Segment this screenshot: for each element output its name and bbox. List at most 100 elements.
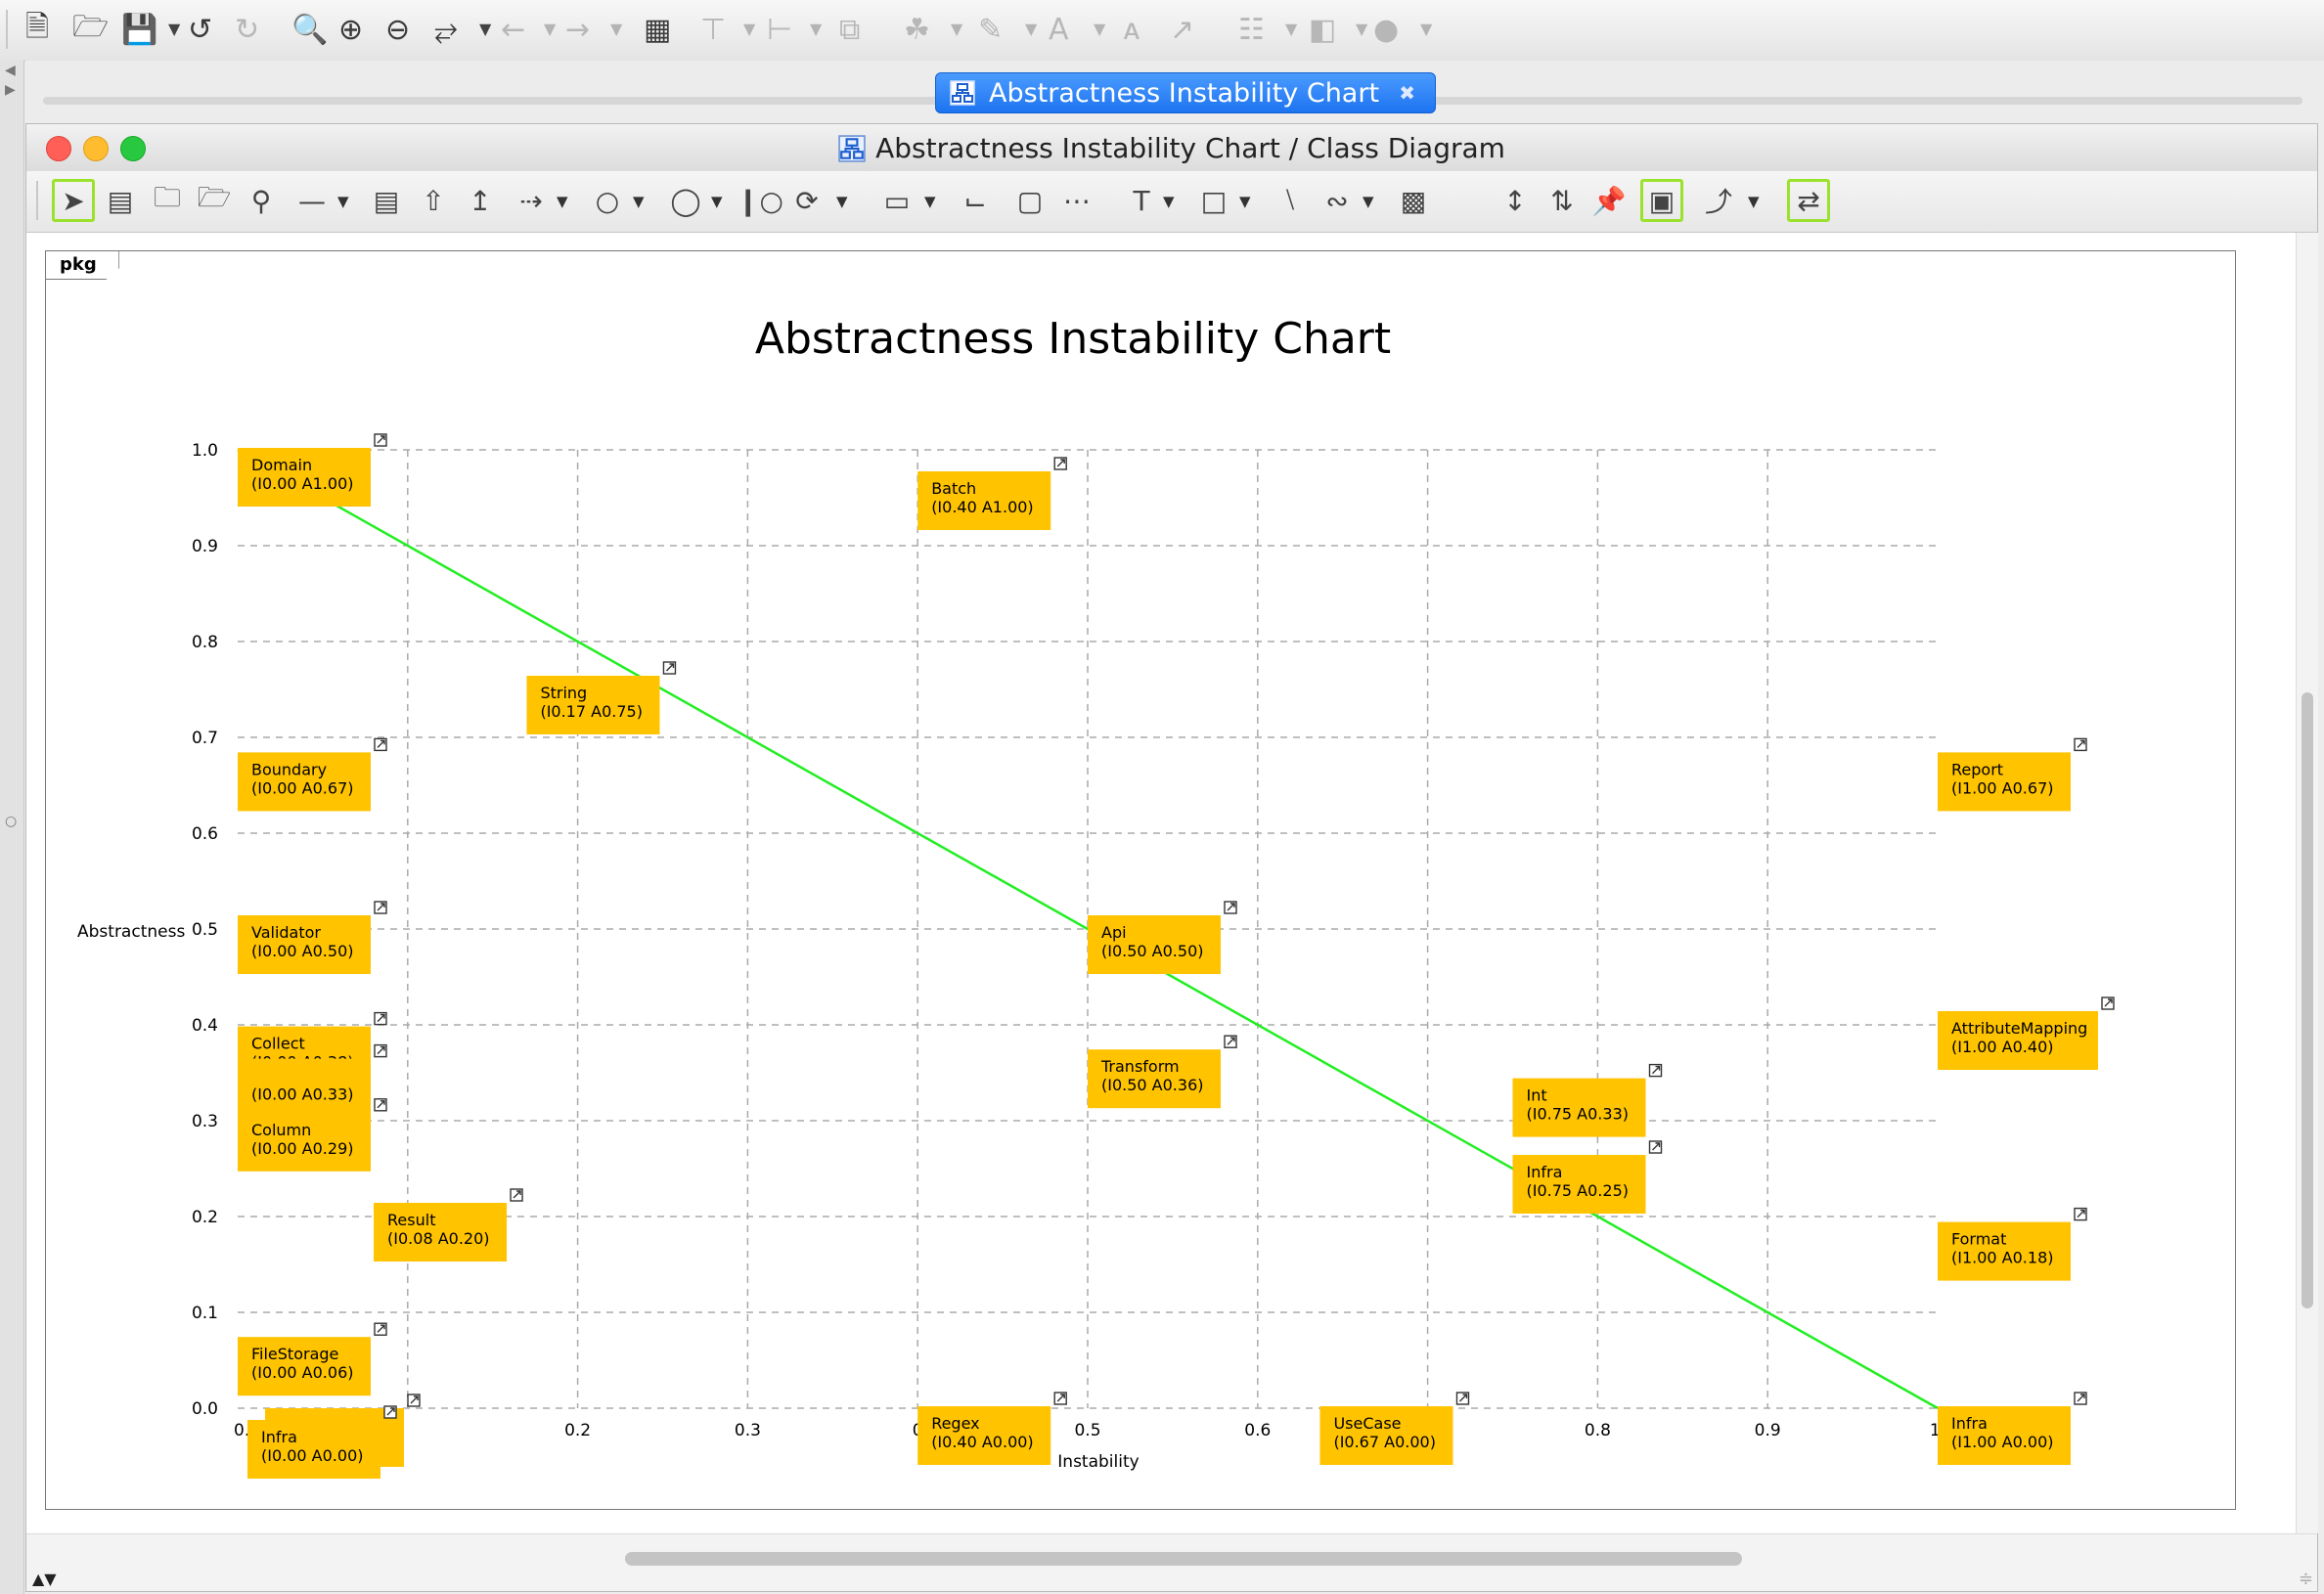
zoom-out-icon[interactable]: ⊖ [385, 12, 411, 47]
path-router-icon[interactable]: ⤴ [1704, 186, 1732, 218]
path-router-dropdown-icon[interactable]: ▼ [1748, 193, 1760, 210]
font-color-icon[interactable]: A [1049, 12, 1069, 47]
collaboration-icon[interactable]: ● [1373, 12, 1400, 47]
x-tick-label: 0.2 [564, 1421, 591, 1440]
anchor-tool-icon[interactable]: ⋯ [1063, 184, 1091, 217]
font-color-dropdown-icon[interactable]: ▼ [1094, 20, 1106, 38]
generalization-tool-icon[interactable]: ⇧ [422, 184, 445, 217]
expand-right-icon[interactable]: ▶ [5, 82, 16, 98]
align-left-dropdown-icon[interactable]: ▼ [810, 20, 823, 38]
class-tool-icon[interactable]: ▤ [107, 184, 134, 217]
resize-grip-icon[interactable]: ≑ [2298, 1569, 2313, 1589]
association-dropdown-icon[interactable]: ▼ [337, 193, 349, 210]
minimize-window-button[interactable] [83, 136, 109, 161]
line-tool-icon[interactable]: ⧵ [1285, 184, 1295, 216]
forward-arrow-icon[interactable]: → [565, 12, 591, 47]
align-top-icon[interactable]: ⊤ [700, 12, 727, 47]
interface-dropdown-icon[interactable]: ▼ [633, 193, 645, 210]
close-tab-icon[interactable]: ✖ [1399, 81, 1415, 105]
pin-pushpin-icon[interactable]: 📌 [1591, 184, 1627, 217]
usage-tool-icon[interactable]: ◯ [670, 184, 701, 217]
curve-dropdown-icon[interactable]: ▼ [1363, 193, 1374, 210]
boundary-tool-icon[interactable]: ❙○ [737, 184, 783, 217]
association-tool-icon[interactable]: — [298, 184, 326, 217]
save-dropdown-icon[interactable]: ▼ [168, 20, 181, 38]
close-window-button[interactable] [46, 136, 71, 161]
containment-tree-icon[interactable]: ▦ [644, 12, 672, 47]
package-name: Api [1101, 923, 1127, 942]
interface-tool-icon[interactable]: ○ [595, 184, 620, 217]
text-dropdown-icon[interactable]: ▼ [1163, 193, 1175, 210]
tree-layout-dropdown-icon[interactable]: ▼ [1285, 20, 1298, 38]
dependency-tool-icon[interactable]: ⇢ [519, 184, 543, 217]
select-pointer-icon[interactable]: ➤ [52, 179, 95, 222]
zoom-in-icon[interactable]: ⊕ [338, 12, 364, 47]
back-dropdown-icon[interactable]: ▼ [544, 20, 557, 38]
package-name: Infra [1951, 1414, 1988, 1433]
window-title-text: Abstractness Instability Chart / Class D… [875, 132, 1505, 164]
horizontal-scroll-thumb[interactable] [625, 1552, 1742, 1566]
control-tool-icon[interactable]: ⟳ [795, 184, 819, 217]
fit-to-window-icon[interactable]: ⥂ [434, 12, 458, 47]
strip-handle-icon[interactable]: ○ [5, 814, 18, 829]
layout-icon[interactable]: ◧ [1309, 12, 1337, 47]
zoom-icon[interactable]: 🔍 [291, 12, 329, 47]
external-link-arrow-icon [1227, 903, 1235, 911]
pin-tool-icon[interactable]: ⚲ [250, 184, 272, 217]
align-top-dropdown-icon[interactable]: ▼ [743, 20, 756, 38]
text-tool-icon[interactable]: T [1133, 184, 1150, 217]
path-style-icon[interactable]: ↗ [1170, 12, 1195, 47]
control-dropdown-icon[interactable]: ▼ [836, 193, 848, 210]
collaboration-dropdown-icon[interactable]: ▼ [1420, 20, 1433, 38]
bring-to-front-icon[interactable]: ⧉ [839, 12, 861, 47]
image-tool-icon[interactable]: ▩ [1400, 184, 1427, 217]
enumeration-dropdown-icon[interactable]: ▼ [924, 193, 936, 210]
back-arrow-icon[interactable]: ← [501, 12, 526, 47]
collapse-left-icon[interactable]: ◀ [5, 63, 16, 78]
model-tool-icon[interactable]: 🗁 [197, 181, 232, 213]
enumeration-tool-icon[interactable]: ▭ [883, 184, 911, 217]
smart-manipulator-icon[interactable]: ▣ [1640, 179, 1683, 222]
external-link-arrow-icon [410, 1395, 419, 1404]
undo-icon[interactable]: ↺ [188, 12, 213, 47]
save-icon[interactable]: 💾 [121, 12, 158, 47]
package-metrics: (I0.00 A0.67) [251, 778, 353, 797]
shrink-vertical-icon[interactable]: ⇅ [1550, 184, 1574, 217]
usage-dropdown-icon[interactable]: ▼ [711, 193, 723, 210]
tab-abstractness-instability-chart[interactable]: Abstractness Instability Chart ✖ [935, 72, 1436, 113]
expand-vertical-icon[interactable]: ↕ [1503, 184, 1527, 217]
tree-layout-icon[interactable]: ☷ [1238, 12, 1265, 47]
curve-tool-icon[interactable]: ∾ [1325, 184, 1349, 217]
composition-tool-icon[interactable]: ▤ [373, 184, 400, 217]
realization-tool-icon[interactable]: ↥ [469, 184, 492, 217]
horizontal-scrollbar[interactable]: ▲▼ ≑ [26, 1533, 2317, 1591]
containment-tool-icon[interactable]: ⌙ [963, 184, 987, 217]
font-size-icon[interactable]: ᴀ [1123, 12, 1140, 47]
fill-color-icon[interactable]: ☘ [904, 12, 930, 47]
line-color-dropdown-icon[interactable]: ▼ [1025, 20, 1038, 38]
align-left-icon[interactable]: ⊢ [767, 12, 793, 47]
forward-dropdown-icon[interactable]: ▼ [610, 20, 623, 38]
rectangle-tool-icon[interactable]: □ [1200, 184, 1228, 217]
redo-icon[interactable]: ↻ [235, 12, 260, 47]
package-name: Report [1951, 760, 2003, 778]
fill-color-dropdown-icon[interactable]: ▼ [951, 20, 963, 38]
quick-diagram-layout-icon[interactable]: ⇄ [1787, 179, 1830, 222]
scroll-arrows-icon[interactable]: ▲▼ [32, 1570, 57, 1588]
new-file-icon[interactable]: 🗎 [25, 9, 50, 44]
fit-dropdown-icon[interactable]: ▼ [479, 20, 492, 38]
open-folder-icon[interactable]: 🗁 [72, 9, 110, 44]
y-tick-label: 0.3 [192, 1112, 218, 1131]
package-box [917, 471, 1051, 530]
vertical-scroll-thumb[interactable] [2302, 692, 2313, 1308]
line-color-icon[interactable]: ✎ [978, 12, 1004, 47]
rectangle-dropdown-icon[interactable]: ▼ [1239, 193, 1251, 210]
dependency-dropdown-icon[interactable]: ▼ [557, 193, 568, 210]
package-tool-icon[interactable]: 🗀 [153, 181, 181, 213]
zoom-window-button[interactable] [120, 136, 146, 161]
note-tool-icon[interactable]: ▢ [1016, 184, 1044, 217]
vertical-scrollbar[interactable] [2296, 233, 2318, 1533]
layout-dropdown-icon[interactable]: ▼ [1356, 20, 1368, 38]
external-link-arrow-icon [1056, 459, 1065, 467]
